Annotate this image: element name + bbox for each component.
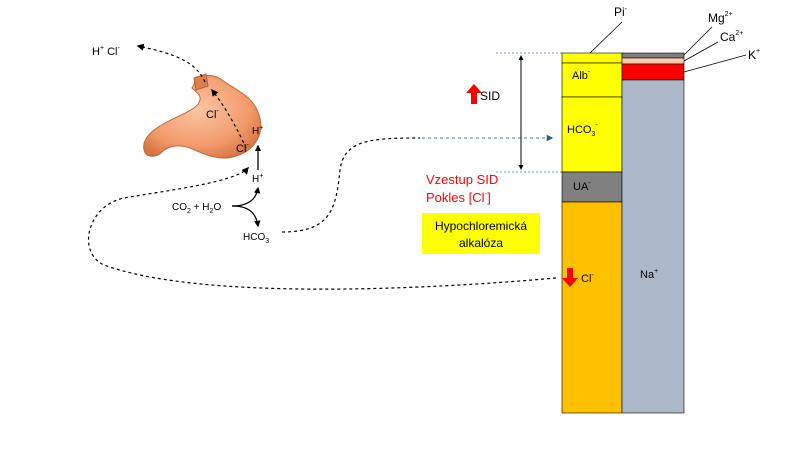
reaction-down-arrow <box>231 205 261 228</box>
reaction-h-label: H+ <box>252 173 263 185</box>
na-segment <box>621 79 685 414</box>
stomach-h-label: H+ <box>252 125 263 137</box>
ca-leader <box>683 41 719 62</box>
alb-label: Alb- <box>572 69 591 82</box>
ca-label: Ca2+ <box>720 30 743 44</box>
secretion-arrow <box>136 43 206 83</box>
mg-leader <box>683 26 713 56</box>
co2-h2o-label: CO2 + H2O <box>172 202 221 215</box>
ua-label: UA- <box>573 180 591 193</box>
sid-increase-label: Vzestup SID <box>426 172 498 187</box>
na-label: Na+ <box>640 268 658 281</box>
cl-to-lumen-arrow <box>211 88 247 149</box>
reaction-up-arrow <box>231 186 261 207</box>
pi-label: Pi- <box>614 5 628 19</box>
stomach-cl-label: Cl- <box>206 108 219 121</box>
pi-leader <box>589 21 623 54</box>
hco3-label: HCO3- <box>567 122 598 138</box>
cl-down-arrow-icon <box>562 268 578 287</box>
mg-segment <box>621 52 685 59</box>
reaction-cl-label: Cl- <box>236 142 249 155</box>
k-segment <box>621 63 685 81</box>
stomach <box>143 73 262 159</box>
diagnosis-line2: alkalóza <box>459 236 503 250</box>
alb-segment <box>561 62 623 98</box>
ua-segment <box>561 171 623 203</box>
hco3-reaction-label: HCO3 <box>243 232 269 245</box>
cl-return-path <box>87 166 557 290</box>
diagnosis-line1: Hypochloremická <box>435 219 527 233</box>
anion-column <box>561 52 623 414</box>
pi-segment <box>561 52 623 64</box>
cl-segment <box>561 201 623 414</box>
sid-up-arrow-icon <box>466 84 482 104</box>
cl-label: Cl- <box>581 272 594 285</box>
cation-column <box>621 52 685 414</box>
k-leader <box>683 54 747 73</box>
stomach-shape <box>143 75 262 159</box>
mg-label: Mg2+ <box>708 11 733 25</box>
sid-label: SID <box>480 89 500 103</box>
diagnosis-box <box>422 213 540 254</box>
cl-decrease-label: Pokles [Cl-] <box>426 189 491 205</box>
top-h-label: H+ Cl- <box>92 45 121 58</box>
k-label: K+ <box>748 48 760 62</box>
ca-segment <box>621 57 685 65</box>
hco3-dashed-path <box>281 137 421 233</box>
